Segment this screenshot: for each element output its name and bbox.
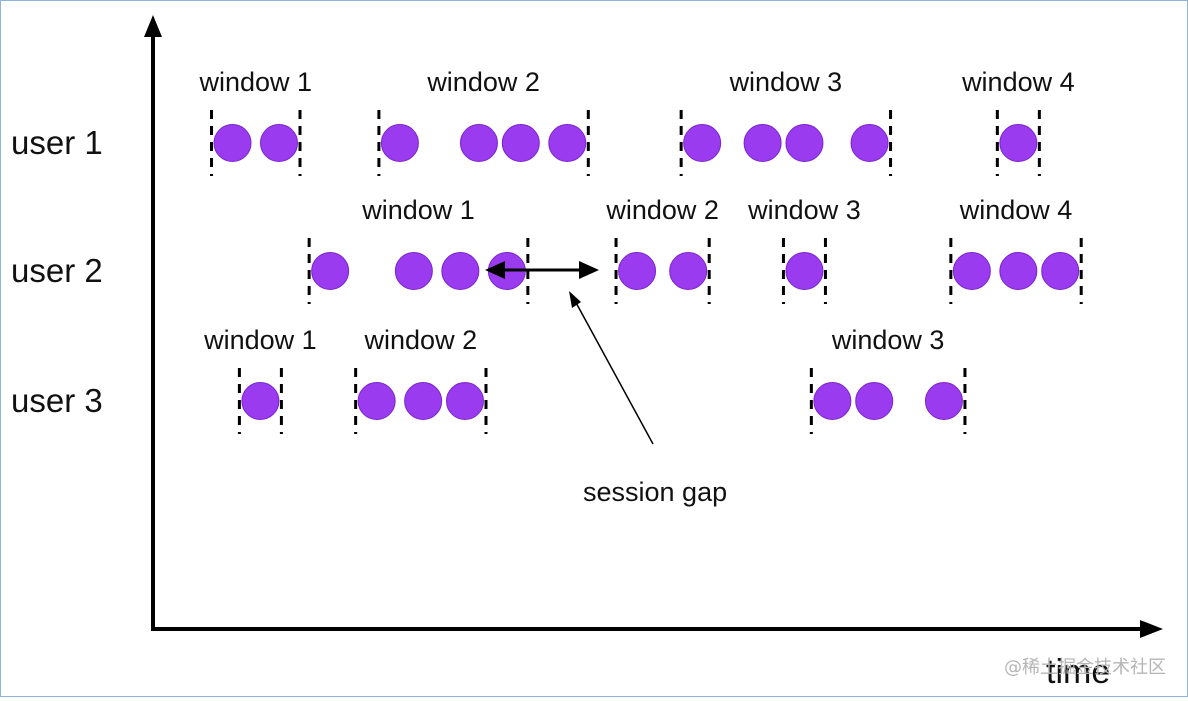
session-gap-arrowhead-right [579,261,599,279]
session-window: window 1 [203,325,317,434]
session-window: window 3 [679,67,893,176]
x-axis-arrowhead [1140,620,1163,638]
y-axis-arrowhead [144,15,162,37]
session-window: window 1 [198,67,312,176]
event-dot [785,252,824,290]
event-dot [404,382,443,420]
event-dot [999,124,1038,162]
session-window: window 1 [307,195,530,304]
window-label: window 3 [747,195,861,225]
session-window: window 3 [809,325,967,434]
window-label: window 2 [364,325,478,355]
event-dot [446,382,484,420]
session-window: window 2 [377,67,590,176]
window-label: window 2 [605,195,719,225]
window-label: window 1 [203,325,317,355]
event-dot [357,382,396,420]
window-label: window 3 [831,325,945,355]
event-dot [618,252,657,290]
event-dot [743,124,782,162]
user-row: user 1 window 1 window 2 window 3 window 4 [11,67,1075,176]
session-gap-pointer-arrowhead [569,291,581,308]
event-dot [548,124,587,162]
row-label: user 3 [11,382,103,419]
row-label: user 1 [11,124,103,161]
event-dot [785,124,824,162]
event-dot [441,252,480,290]
event-dot [501,124,540,162]
window-label: window 3 [729,67,843,97]
row-label: user 2 [11,252,103,289]
window-label: window 4 [961,67,1075,97]
user-row: user 3 window 1 window 2 window 3 [11,325,967,434]
event-dot [850,124,889,162]
event-dot [683,124,722,162]
event-dot [380,124,419,162]
event-dot [459,124,498,162]
event-dot [813,382,852,420]
event-dot [1041,252,1080,290]
event-dot [311,252,350,290]
event-dot [241,382,280,420]
window-label: window 2 [426,67,540,97]
session-gap-label: session gap [583,477,727,507]
event-dot [924,382,963,420]
watermark: @稀土掘金技术社区 [1004,657,1166,678]
event-dot [394,252,433,290]
window-label: window 4 [959,195,1073,225]
session-window: window 3 [747,195,861,304]
event-dot [213,124,252,162]
session-gap-pointer-line [573,298,654,445]
event-dot [260,124,298,162]
session-window: window 2 [354,325,488,434]
window-label: window 1 [361,195,475,225]
user-row: user 2 window 1 window 2 window 3 window 4 [11,195,1083,304]
event-dot [669,252,708,290]
event-dot [999,252,1038,290]
session-window: window 4 [961,67,1075,176]
event-dot [952,252,991,290]
session-window: window 4 [949,195,1083,304]
session-gap-arrowhead-left [485,261,505,279]
event-dot [855,382,894,420]
window-label: window 1 [198,67,312,97]
session-window: window 2 [605,195,719,304]
x-axis-label: time [1046,653,1110,691]
